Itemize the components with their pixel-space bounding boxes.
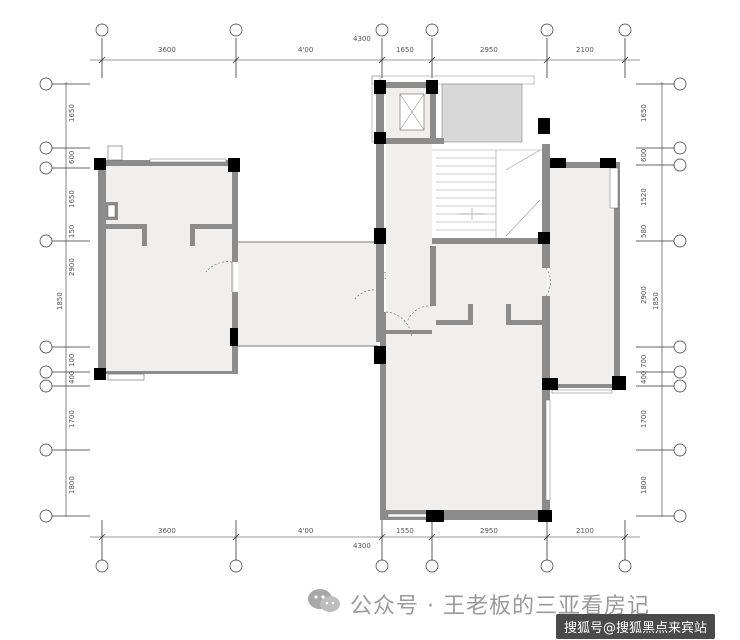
dim-top-5: 2950 (480, 46, 498, 54)
dim-right-7: 700 (640, 355, 648, 368)
dim-left-5: 2900 (68, 258, 76, 276)
dim-bottom-3: 4300 (353, 542, 371, 550)
dim-left-2: 600 (68, 151, 76, 164)
right-wing-rooms (371, 75, 626, 522)
dim-top-4: 1650 (396, 46, 414, 54)
dim-bottom-2: 4'00 (298, 527, 313, 535)
dim-left-6: 1850 (56, 292, 64, 310)
dim-left-10: 1800 (68, 476, 76, 494)
wechat-logo-icon (308, 589, 340, 612)
vertical-axis-lines (101, 38, 626, 560)
dim-right-1: 1650 (640, 104, 648, 122)
watermark-sohu-badge: 搜狐号@搜狐黑点来宾站 (556, 614, 716, 639)
dim-left-3: 1650 (68, 190, 76, 208)
dim-top-1: 3600 (158, 46, 176, 54)
top-axis-markers (95, 23, 632, 573)
right-axis-markers (673, 77, 687, 523)
dim-right-5: 2900 (640, 286, 648, 304)
dim-right-10: 1800 (640, 476, 648, 494)
dim-top-3: 4300 (353, 35, 371, 43)
left-axis-markers (39, 77, 53, 523)
left-wing-room (94, 145, 240, 381)
dim-left-8: 400 (68, 371, 76, 384)
dim-right-9: 1700 (640, 410, 648, 428)
dim-bottom-6: 2100 (576, 527, 594, 535)
dim-top-6: 2100 (576, 46, 594, 54)
dim-bottom-1: 3600 (158, 527, 176, 535)
dim-bottom-4: 1550 (396, 527, 414, 535)
dim-bottom-5: 2950 (480, 527, 498, 535)
dim-right-6: 1850 (652, 292, 660, 310)
dim-left-7: 100 (68, 354, 76, 367)
dim-right-4: 580 (640, 225, 648, 238)
dim-left-1: 1650 (68, 104, 76, 122)
dim-right-8: 400 (640, 371, 648, 384)
dim-right-2: 600 (640, 149, 648, 162)
corridor: 门 (238, 241, 387, 347)
dim-right-3: 1520 (640, 188, 648, 206)
dim-left-9: 1700 (68, 410, 76, 428)
dim-left-4: 150 (68, 225, 76, 238)
dim-top-2: 4'00 (298, 46, 313, 54)
